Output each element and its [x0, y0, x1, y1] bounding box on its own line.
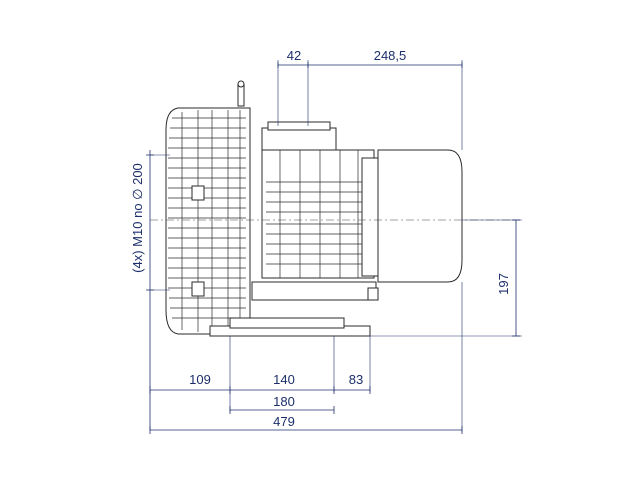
- dim-109-label: 109: [189, 372, 211, 387]
- dim-197-label: 197: [496, 273, 511, 295]
- blower-housing: [165, 80, 251, 335]
- hole-note-label: (4x) M10 no ∅ 200: [130, 163, 145, 273]
- dim-42-label: 42: [287, 48, 301, 63]
- dim-248-label: 248,5: [374, 48, 407, 63]
- dimension-right: 197: [370, 219, 522, 337]
- mounting-foot: [209, 317, 371, 337]
- dim-479-label: 479: [273, 414, 295, 429]
- dim-140-label: 140: [273, 372, 295, 387]
- dimension-top: 42 248,5: [277, 48, 463, 150]
- dimension-bottom-row2: 180: [229, 394, 335, 414]
- motor-body: [251, 121, 379, 301]
- dim-83-label: 83: [349, 372, 363, 387]
- dim-180-label: 180: [273, 394, 295, 409]
- dimension-left-note: (4x) M10 no ∅ 200: [130, 150, 170, 430]
- fan-cover: [377, 149, 463, 283]
- dimension-bottom-row1: 109 140 83: [149, 282, 463, 432]
- dimension-bottom-row3: 479: [149, 414, 463, 434]
